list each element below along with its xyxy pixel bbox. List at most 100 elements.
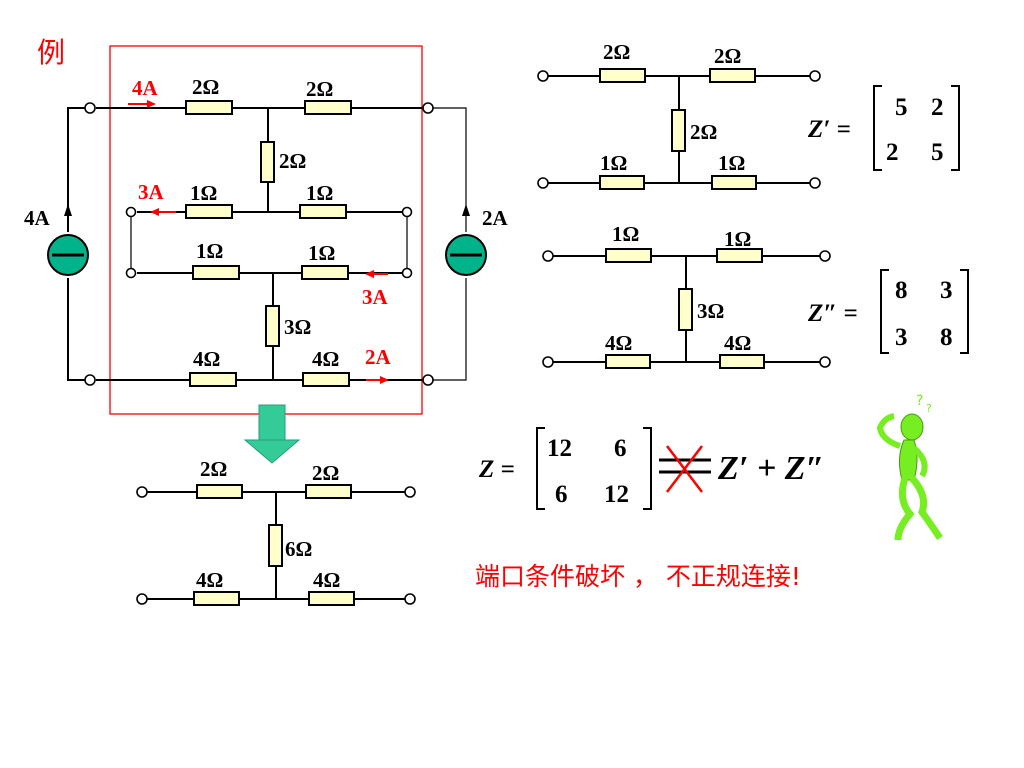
resistor-upper-bottom-right — [299, 204, 347, 219]
matrix-bracket — [643, 427, 652, 510]
label-lower-bottom-right: 4Ω — [312, 347, 339, 371]
resistor-z2-bottom-right — [719, 354, 765, 369]
example-label: 例 — [37, 36, 65, 69]
label-upper-top-left: 2Ω — [192, 75, 219, 99]
matrix-bracket — [873, 85, 882, 171]
z1-m12: 2 — [931, 94, 944, 121]
z-prime-symbol: Z′ = — [807, 116, 851, 143]
z2-m21: 3 — [895, 324, 908, 351]
right-source-label: 2A — [482, 206, 509, 230]
resistor-lower-shunt — [265, 305, 280, 347]
terminal — [542, 356, 554, 368]
resistor-upper-bottom-left — [185, 204, 233, 219]
z2-m22: 8 — [940, 324, 953, 351]
resistor-upper-top-right — [304, 100, 352, 115]
z1-m21: 2 — [886, 139, 899, 166]
terminal — [542, 250, 554, 262]
resistor-z1-bottom-left — [599, 175, 645, 190]
label-lower-bottom-left: 4Ω — [193, 347, 220, 371]
terminal — [84, 374, 96, 386]
terminal — [125, 206, 137, 218]
left-source-label: 4A — [24, 206, 51, 230]
resistor-lower-top-right — [301, 265, 349, 280]
terminal — [404, 486, 416, 498]
label-z2-top-left: 1Ω — [612, 222, 639, 246]
terminal — [136, 593, 148, 605]
terminal — [809, 70, 821, 82]
resistor-z2-top-left — [605, 248, 652, 263]
resistor-combined-top-right — [305, 484, 352, 499]
main-circuit: 4A 2A 2Ω 2Ω 2Ω 1Ω 1Ω 1Ω 1Ω 3Ω 4Ω — [24, 45, 509, 415]
result-equation: Z = 12 6 6 12 Z′ + Z″ — [478, 427, 824, 510]
label-upper-top-right: 2Ω — [306, 77, 333, 101]
z-symbol: Z = — [478, 456, 515, 483]
resistor-z1-top-left — [599, 68, 646, 83]
matrix-bracket — [951, 85, 960, 171]
not-equal-icon — [659, 445, 711, 493]
label-z1-top-left: 2Ω — [603, 40, 630, 64]
resistor-z1-bottom-right — [711, 175, 757, 190]
label-z1-bottom-right: 1Ω — [718, 151, 745, 175]
z-m11: 12 — [547, 435, 572, 462]
resistor-z1-shunt — [671, 109, 686, 152]
resistor-combined-top-left — [196, 484, 243, 499]
label-upper-bottom-right: 1Ω — [306, 181, 333, 205]
label-z2-bottom-left: 4Ω — [605, 331, 632, 355]
label-z1-bottom-left: 1Ω — [600, 151, 627, 175]
label-z2-top-right: 1Ω — [724, 227, 751, 251]
conclusion-text: 端口条件破坏 ， 不正规连接! — [475, 562, 801, 591]
terminal — [125, 267, 137, 279]
transform-arrow-icon — [243, 404, 301, 464]
arrow-right-icon — [380, 376, 389, 384]
terminal — [819, 356, 831, 368]
arrow-right-icon — [147, 100, 156, 108]
matrix-bracket — [536, 427, 545, 510]
terminal — [422, 374, 434, 386]
resistor-z1-top-right — [709, 68, 756, 83]
terminal — [809, 177, 821, 189]
label-combined-shunt: 6Ω — [285, 537, 312, 561]
z2-m12: 3 — [940, 277, 953, 304]
resistor-lower-top-left — [192, 265, 240, 280]
label-lower-top-right: 1Ω — [308, 241, 335, 265]
network-z-double-prime: 1Ω 1Ω 3Ω 4Ω 4Ω Z″ = 8 3 3 8 — [542, 222, 969, 369]
terminal — [422, 102, 434, 114]
label-z1-shunt: 2Ω — [690, 120, 717, 144]
current-label-mid-right: 3A — [362, 285, 389, 309]
terminal — [84, 102, 96, 114]
z-m21: 6 — [555, 481, 568, 508]
terminal — [401, 267, 413, 279]
svg-text:?: ? — [926, 402, 932, 415]
label-upper-bottom-left: 1Ω — [190, 181, 217, 205]
label-combined-bottom-right: 4Ω — [313, 568, 340, 592]
resistor-lower-bottom-left — [189, 372, 237, 387]
z2-m11: 8 — [895, 277, 908, 304]
label-upper-shunt: 2Ω — [279, 149, 306, 173]
current-label-mid-left: 3A — [138, 180, 165, 204]
current-label-top-left: 4A — [132, 76, 159, 100]
label-z1-top-right: 2Ω — [714, 44, 741, 68]
matrix-bracket — [960, 269, 969, 354]
label-z2-shunt: 3Ω — [697, 299, 724, 323]
matrix-bracket — [880, 269, 889, 354]
svg-text:?: ? — [916, 393, 923, 409]
terminal — [537, 177, 549, 189]
resistor-combined-bottom-left — [193, 591, 240, 606]
label-lower-top-left: 1Ω — [196, 239, 223, 263]
resistor-z2-bottom-left — [605, 354, 651, 369]
terminal — [401, 206, 413, 218]
combined-network: 2Ω 2Ω 6Ω 4Ω 4Ω — [136, 457, 416, 606]
sum-expression: Z′ + Z″ — [717, 450, 824, 487]
current-label-bottom-right: 2A — [365, 345, 392, 369]
thinking-figure-icon: ? ? — [876, 393, 943, 541]
label-lower-shunt: 3Ω — [284, 315, 311, 339]
terminal — [537, 70, 549, 82]
resistor-z2-top-right — [716, 248, 763, 263]
resistor-combined-shunt — [268, 524, 283, 567]
terminal — [819, 250, 831, 262]
z-m12: 6 — [614, 435, 627, 462]
resistor-upper-shunt — [260, 141, 275, 183]
network-z-prime: 2Ω 2Ω 2Ω 1Ω 1Ω Z′ = 5 2 2 5 — [537, 40, 960, 190]
arrow-left-icon — [150, 208, 159, 216]
